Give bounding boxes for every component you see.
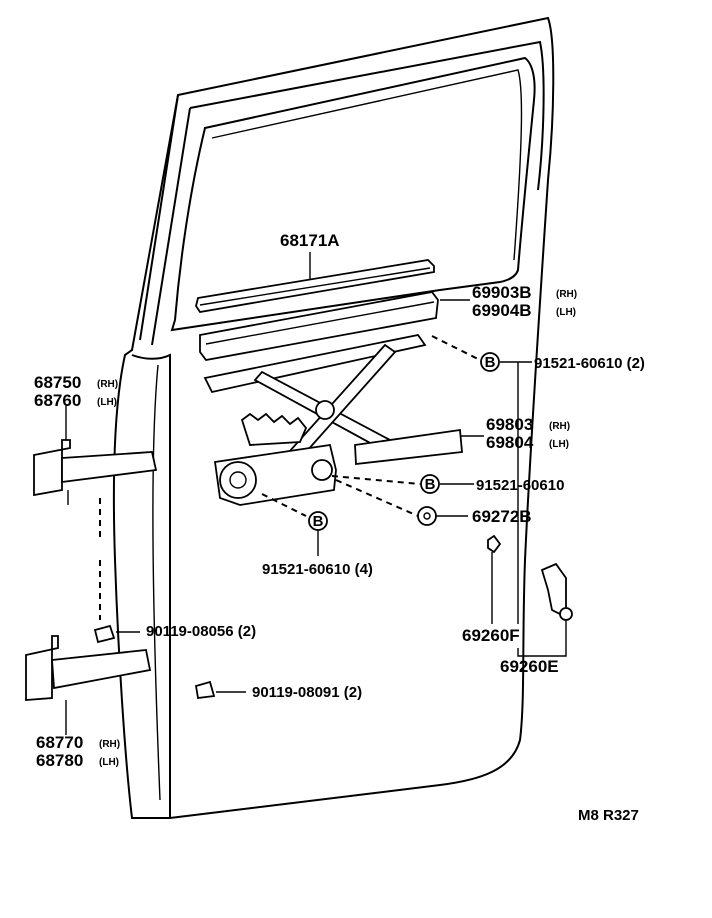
hinge-bolt-upper [93,624,116,644]
door-frame-inner [189,40,545,191]
label-bolt-mid: 91521-60610 [476,477,564,494]
bolt-marker-bottom [308,511,328,531]
label-glass-channel-lh: 69904B [472,301,532,320]
regulator-gear-small [311,459,333,481]
window-opening [170,56,536,332]
label-hinge-lower-rh: 68770 [36,733,83,752]
label-handle-washer: 69272B [472,507,532,526]
label-regulator-rh: 69803 [486,415,533,434]
leader-dashed-washer [335,479,419,517]
label-regulator-rh-side: (RH) [549,421,570,432]
label-bolt-hinge-upper: 90119-08056 (2) [146,623,256,640]
leader-dashed-bottom [261,493,307,517]
bolt-marker-top [480,352,500,372]
door-frame-outline [112,16,555,819]
label-glass-channel-rh-side: (RH) [556,289,577,300]
bolt-marker-bottom-letter: B [313,513,324,530]
label-hinge-lower-rh-side: (RH) [99,739,120,750]
regulator-motor [219,461,257,499]
door-inner-edge [152,364,161,801]
label-hinge-upper-rh-side: (RH) [97,379,118,390]
bolt-marker-mid-letter: B [425,476,436,493]
inside-handle [540,562,567,616]
label-hinge-lower-lh-side: (LH) [99,757,119,768]
label-bolt-top: 91521-60610 (2) [534,355,645,372]
regulator-pivot [315,400,335,420]
frame-pillar [139,94,191,346]
leader-dashed-mid [331,475,421,485]
label-handle-assy: 69260E [500,657,559,676]
hinge-bolt-lower [194,680,216,700]
label-regulator-lh-side: (LH) [549,439,569,450]
label-regulator-lh: 69804 [486,433,534,452]
regulator-lower-rail [354,428,463,466]
door-body-edge [131,353,171,818]
glass-channel [199,291,439,361]
label-glass-channel-rh: 69903B [472,283,532,302]
window-opening-inner [211,69,523,261]
lower-hinge-arm [51,649,152,690]
handle-washer-hole [423,512,431,520]
leader-handle-assy-bracket [517,618,567,657]
label-hinge-upper-lh-side: (LH) [97,397,117,408]
regulator-sector-gear [240,412,308,446]
bolt-marker-top-letter: B [485,354,496,371]
run-channel-line [199,267,431,306]
label-diagram-code: M8 R327 [578,807,639,824]
label-bolt-bottom: 91521-60610 (4) [262,561,373,578]
bolt-marker-mid [420,474,440,494]
label-bolt-hinge-lower: 90119-08091 (2) [252,684,362,701]
leader-dashed-top [431,335,481,361]
label-hinge-upper-rh: 68750 [34,373,81,392]
label-handle-part: 69260F [462,626,520,645]
label-glass-channel-lh-side: (LH) [556,307,576,318]
handle-washer-icon [417,506,437,526]
regulator-motor-hub [229,471,247,489]
handle-clip [487,534,502,554]
label-hinge-lower-lh: 68780 [36,751,83,770]
upper-hinge [33,439,71,497]
label-run-channel: 68171A [280,231,340,250]
glass-channel-line [205,301,435,345]
upper-hinge-arm [61,451,158,484]
label-hinge-upper-lh: 68760 [34,391,81,410]
lower-hinge [25,635,59,701]
inside-handle-knob [559,607,573,621]
